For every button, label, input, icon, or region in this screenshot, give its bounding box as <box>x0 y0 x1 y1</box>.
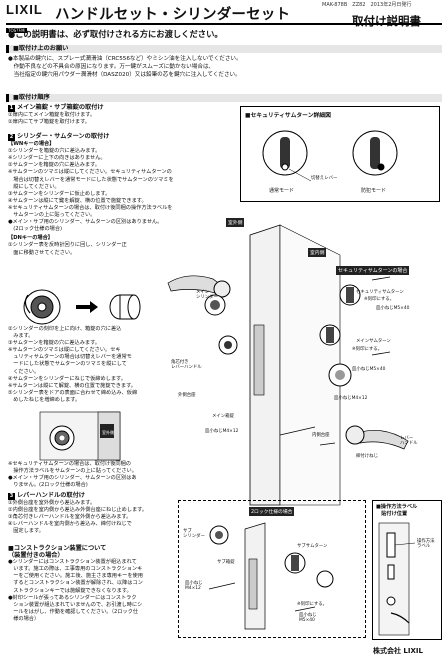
intro-note: ●この説明書は、必ず取付けされる方にお渡しください。 <box>8 29 223 39</box>
exploded-assembly-diagram <box>167 224 409 506</box>
step-number: 2 <box>8 134 15 142</box>
svg-text:室外側: 室外側 <box>102 429 114 435</box>
security-case-tag: セキュリティサムターンの場合 <box>336 266 410 275</box>
label-lever-handle: レバー ハンドル <box>400 436 418 446</box>
step-number: 1 <box>8 105 15 113</box>
label-main-case: メイン箱錠 <box>212 414 234 419</box>
caution-heading: ■取付け上のお願い <box>6 45 442 53</box>
lixil-logo: LIXIL TOSTEM <box>6 2 43 33</box>
two-lock-detail-box: 2ロック仕様の場合 サブ シリンダー サブサムターン サブ箱錠 皿小ねじ M4×… <box>178 500 366 638</box>
label-outer-base: 外側台座 <box>178 393 196 398</box>
label-sub-thumbturn: サブサムターン <box>297 544 328 549</box>
two-lock-illustration <box>208 522 334 630</box>
label-sub-cylinder: サブ シリンダー <box>183 529 205 539</box>
header-rule <box>6 23 442 25</box>
outdoor-side-tag: 室外側 <box>226 218 245 227</box>
construction-section: ■コンストラクション装置について （装置付きの場合） ●シリンダーにはコンストラ… <box>8 545 143 622</box>
thumbturn-modes-illustration <box>262 130 398 182</box>
label-seal-note-3: ※刻印にする。 <box>297 602 328 607</box>
label-main-thumbturn: メインサムターン <box>356 339 391 344</box>
label-position-illustration <box>378 522 416 636</box>
label-seal-note-2: ※刻印にする。 <box>352 347 383 352</box>
document-subtitle: 取付け説明書 <box>352 14 421 28</box>
operation-label-position-box: ■操作方法ラベル 貼付け位置 操作方法 ラベル <box>372 500 442 640</box>
label-sub-screw-a: 皿小ねじ M4×12 <box>185 581 203 591</box>
step-number: 3 <box>8 493 15 501</box>
label-sub-screw-b: 皿小ねじ M5×40 <box>299 613 317 623</box>
label-seal-note: ※刻印にする。 <box>364 297 395 302</box>
label-sub-case: サブ箱錠 <box>217 560 235 565</box>
label-screw-m5x40-b: 皿小ねじM5×40 <box>352 367 386 372</box>
dn-notes: ※セキュリティサムターンの場合は、取付け後同梱の 操作方法ラベルをサムターンの上… <box>8 461 137 489</box>
procedure-heading: ■取付け順序 <box>6 94 442 102</box>
label-operation-label: 操作方法 ラベル <box>417 539 435 549</box>
label-fix-screw: 締付けねじ <box>356 454 378 459</box>
caution-text: ●本製品の鍵穴に、スプレー式潤滑油（CRC556など）やミシン油を注入しないでく… <box>8 56 242 79</box>
model-number: MAK-878B ZZ82 2013年2月日発行 <box>322 2 412 8</box>
dn-key-illustration <box>23 289 141 325</box>
label-screw-m4x12-a: 皿小ねじM4×12 <box>334 396 368 401</box>
cylinder-door-illustration: 室外側 <box>39 411 121 461</box>
label-screw-m4x12-b: 皿小ねじM4×12 <box>205 429 239 434</box>
security-thumbturn-detail-box: ■セキュリティサムターン詳細図 切替えレバー 通常モード 防犯モード <box>240 106 440 202</box>
label-lever-angle: 角芯付き レバーハンドル <box>171 360 202 370</box>
indoor-side-tag: 室内側 <box>308 248 327 257</box>
dn-steps: ②シリンダーの刻印を上に向け、箱錠の穴に差込 みます。 ③サムターンを箱錠の穴に… <box>8 326 138 403</box>
page-title: ハンドルセット・シリンダーセット <box>55 7 291 23</box>
label-security-thumbturn: セキュリティサムターン <box>356 290 404 295</box>
label-main-cylinder: メイン シリンダー <box>196 290 218 300</box>
company-name: 株式会社 LIXIL <box>373 647 423 655</box>
label-screw-m5x40-a: 皿小ねじM5×40 <box>376 306 410 311</box>
label-inner-base: 内側台座 <box>312 433 330 438</box>
